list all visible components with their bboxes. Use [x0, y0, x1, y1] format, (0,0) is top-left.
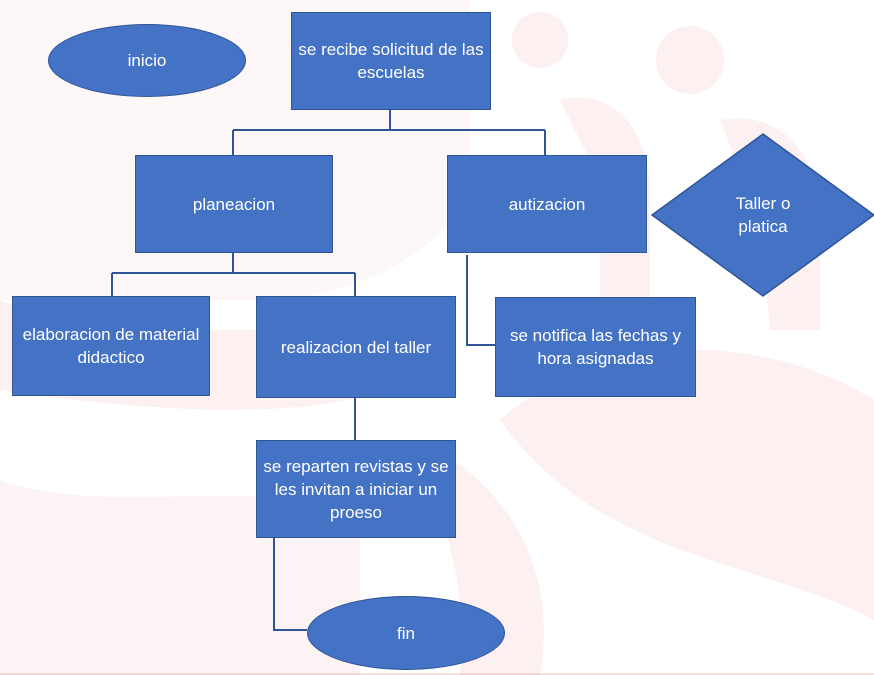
decision-diamond: [650, 133, 874, 297]
planning-step: planeacion: [135, 155, 333, 253]
authorization-step: autizacion: [447, 155, 647, 253]
planning-label: planeacion: [192, 194, 276, 214]
distribute-magazines-step: se reparten revistas y se les invitan a …: [256, 440, 456, 538]
start-node: inicio: [48, 24, 246, 97]
decision-label: Taller o platica: [735, 194, 791, 236]
workshop-step: realizacion del taller: [256, 296, 456, 398]
material-step: elaboracion de material didactico: [12, 296, 210, 396]
end-label: fin: [397, 623, 415, 643]
authorization-label: autizacion: [508, 194, 586, 214]
notify-dates-label: se notifica las fechas y hora asignadas: [509, 326, 682, 368]
connector-autizacion-notifica: [466, 255, 495, 346]
start-label: inicio: [127, 51, 167, 70]
receive-request-step: se recibe solicitud de las escuelas: [291, 12, 491, 110]
receive-request-label: se recibe solicitud de las escuelas: [298, 40, 484, 82]
decision-node: Taller o platica: [652, 132, 874, 298]
connector-reparten-fin: [273, 538, 307, 631]
material-label: elaboracion de material didactico: [22, 325, 200, 367]
end-node: fin: [307, 596, 505, 670]
notify-dates-step: se notifica las fechas y hora asignadas: [495, 297, 696, 397]
distribute-magazines-label: se reparten revistas y se les invitan a …: [263, 456, 449, 522]
workshop-label: realizacion del taller: [280, 337, 432, 357]
